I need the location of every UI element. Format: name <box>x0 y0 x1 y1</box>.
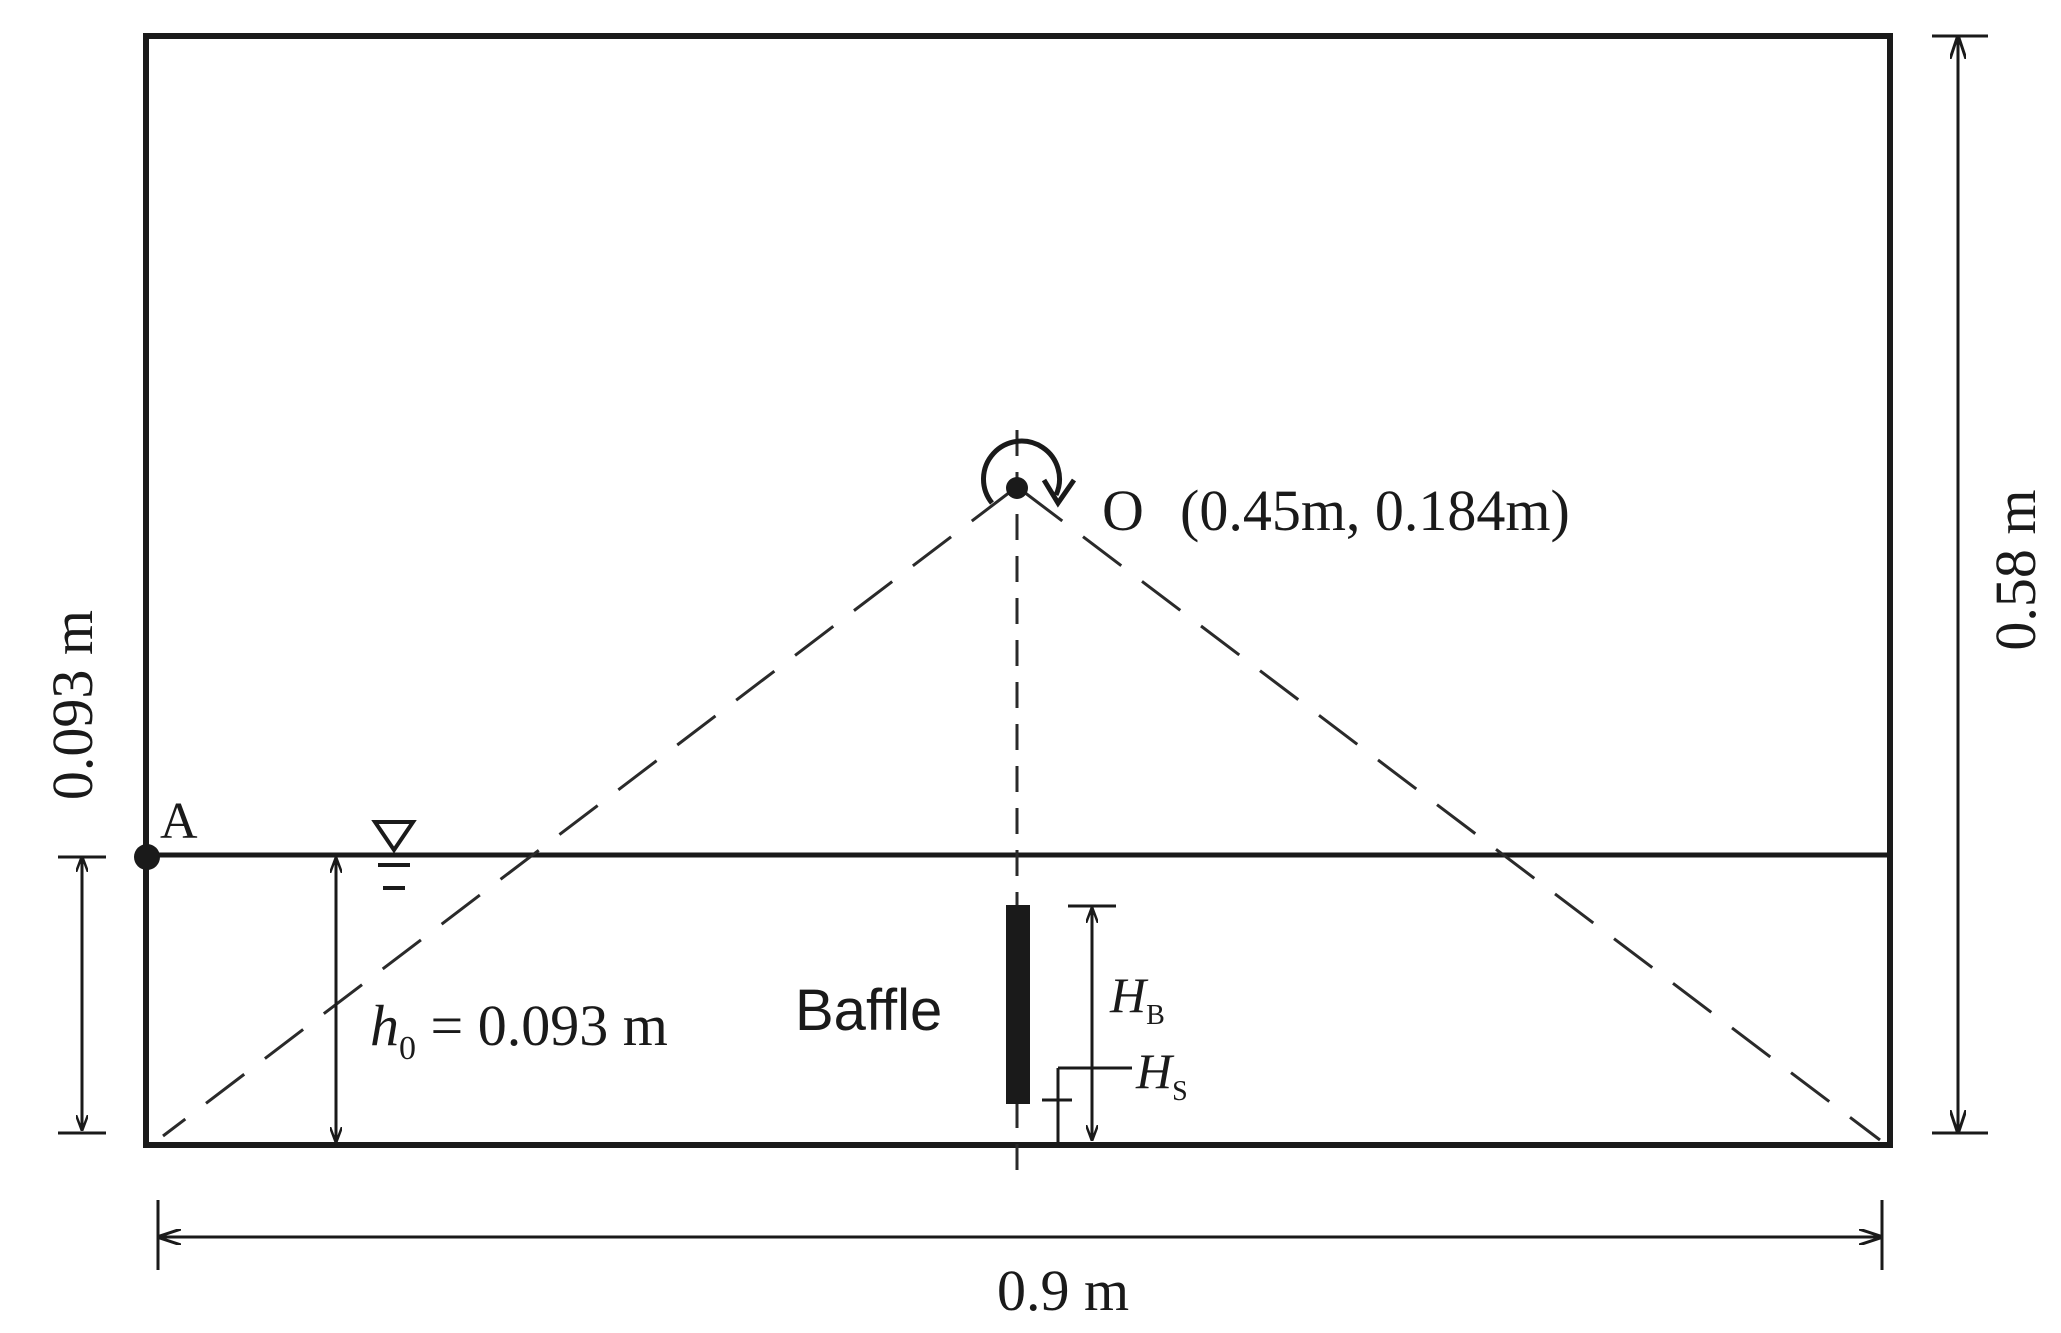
dashed-line-right <box>1023 490 1881 1142</box>
bottom-dimension-label: 0.9 m <box>997 1258 1129 1323</box>
h0-variable: h <box>370 993 399 1058</box>
left-dimension-label: 0.093 m <box>40 610 105 800</box>
point-a-dot <box>134 844 160 870</box>
point-o-label: O <box>1102 478 1144 543</box>
point-a-label: A <box>160 793 198 850</box>
rotation-center-dot <box>1006 477 1028 499</box>
h0-label: h0 = 0.093 m <box>370 993 668 1067</box>
right-dimension-label: 0.58 m <box>1983 489 2048 650</box>
dashed-line-left <box>162 490 1011 1138</box>
h0-subscript: 0 <box>399 1030 416 1067</box>
point-o-coordinates: (0.45m, 0.184m) <box>1180 478 1570 543</box>
hb-variable: H <box>1109 967 1149 1023</box>
clockwise-rotation-arrow-icon <box>981 438 1077 508</box>
hs-variable: H <box>1135 1043 1175 1099</box>
baffle-plate <box>1006 905 1030 1104</box>
h0-value: = 0.093 m <box>416 993 668 1058</box>
water-level-triangle-icon <box>371 820 417 890</box>
hs-subscript: S <box>1172 1076 1188 1107</box>
hb-label: HB <box>1109 967 1165 1031</box>
baffle-label: Baffle <box>795 978 942 1043</box>
hs-label: HS <box>1135 1043 1188 1107</box>
hb-subscript: B <box>1146 1000 1165 1031</box>
